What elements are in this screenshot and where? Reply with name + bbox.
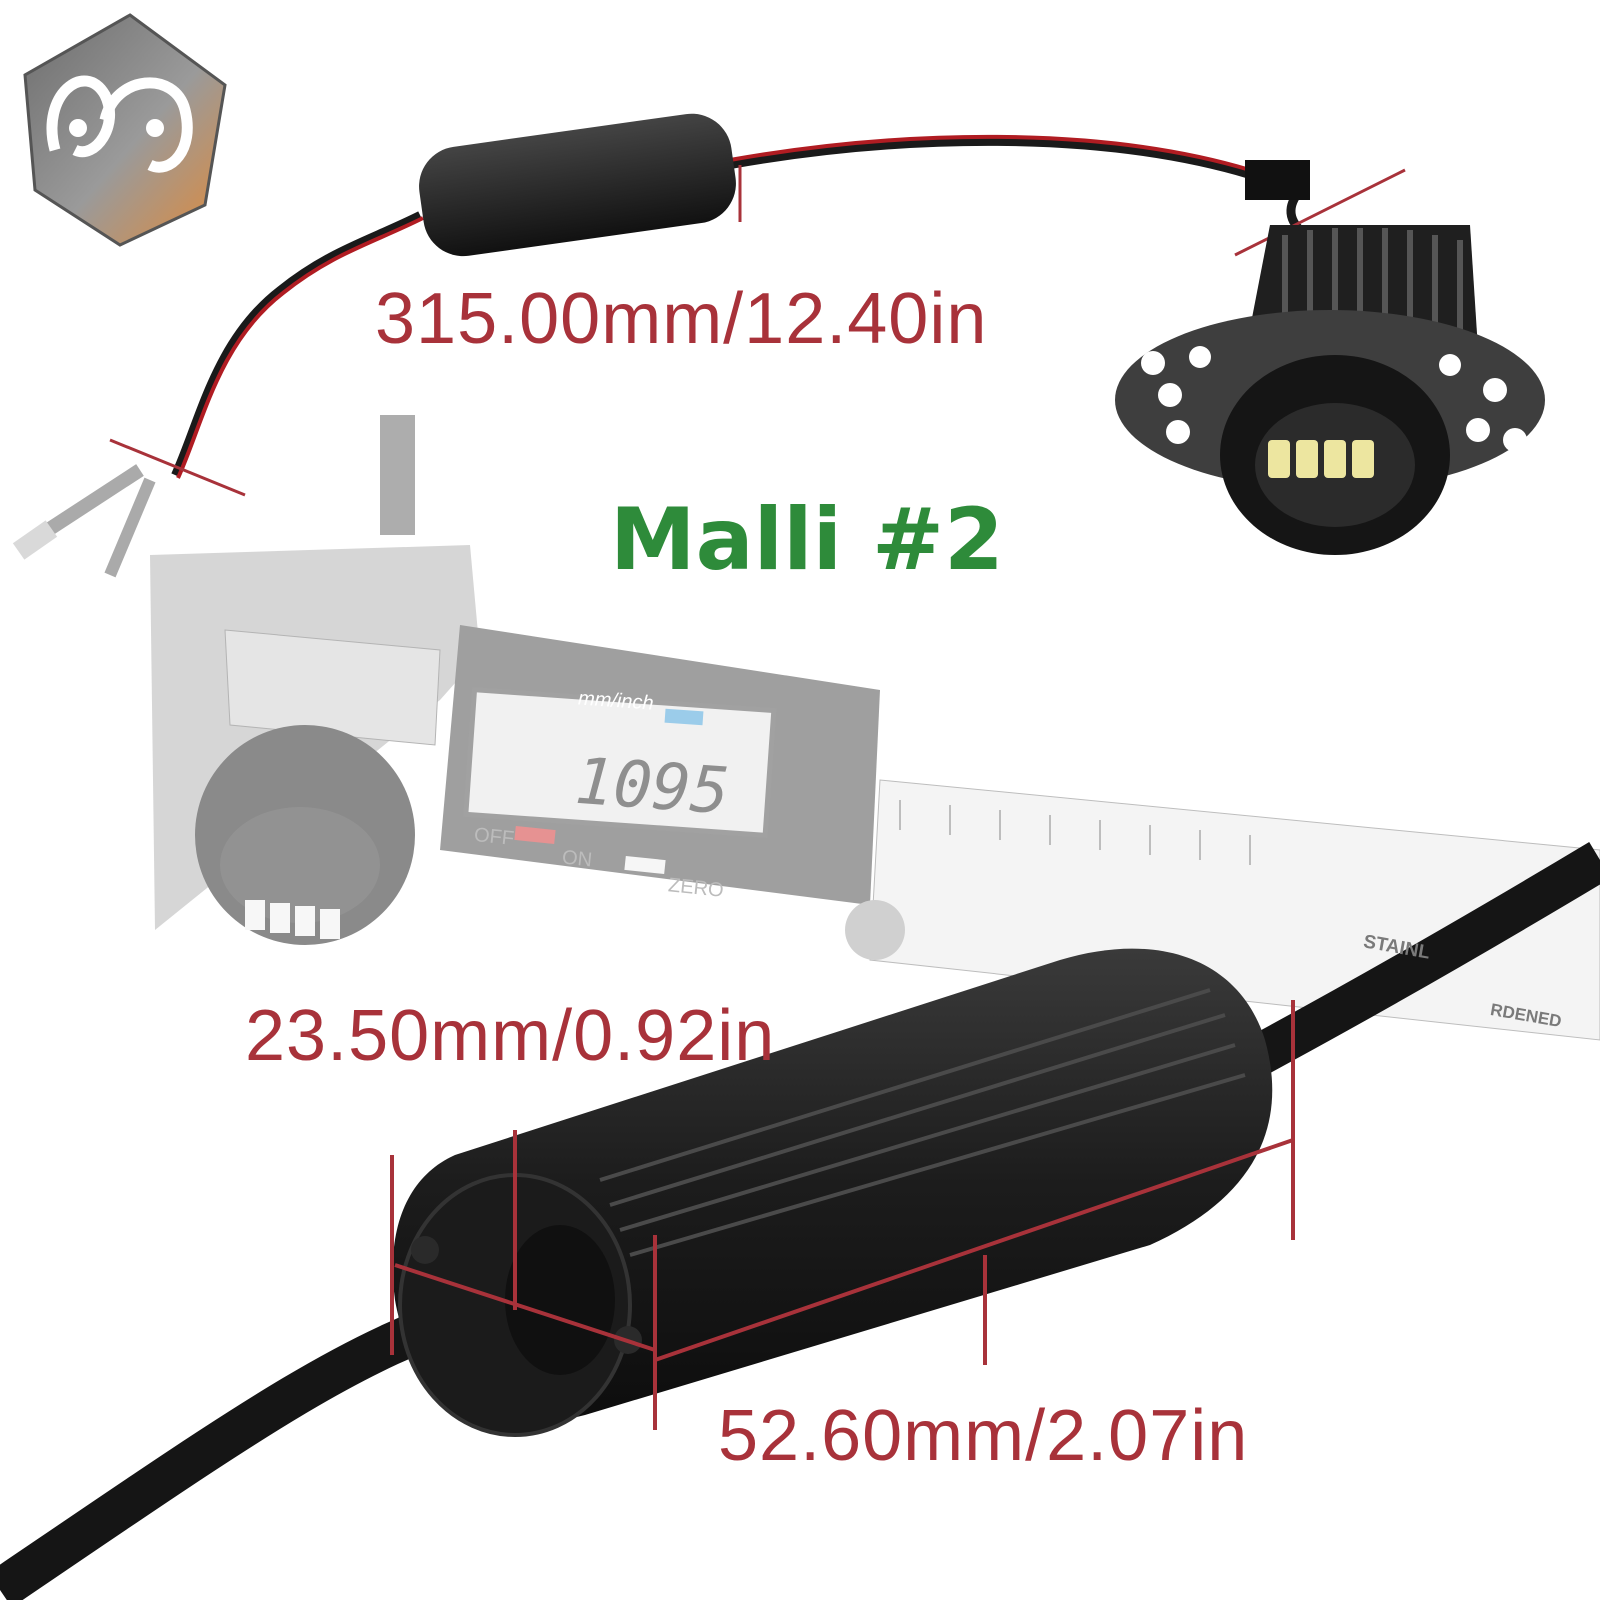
caliper-reading: 1095 — [572, 744, 732, 830]
cable-upper — [171, 134, 1309, 479]
module-length-label: 52.60mm/2.07in — [718, 1396, 1249, 1476]
model-title: Malli #2 — [610, 490, 1004, 590]
caliper-on-label: ON — [560, 846, 594, 872]
small-driver-module — [419, 113, 742, 257]
cable-length-label: 315.00mm/12.40in — [375, 279, 988, 359]
ring-diameter-label: 23.50mm/0.92in — [245, 996, 776, 1076]
dimension-lines — [390, 1000, 1295, 1430]
dimension-mark — [1234, 168, 1406, 257]
digital-caliper — [150, 415, 1600, 1041]
brand-logo — [23, 13, 227, 247]
cable-connector — [1245, 160, 1310, 200]
led-bulb — [1115, 225, 1545, 555]
caliper-off-label: OFF — [473, 823, 516, 851]
dimension-mark — [109, 438, 246, 497]
wire-terminals — [12, 464, 156, 578]
